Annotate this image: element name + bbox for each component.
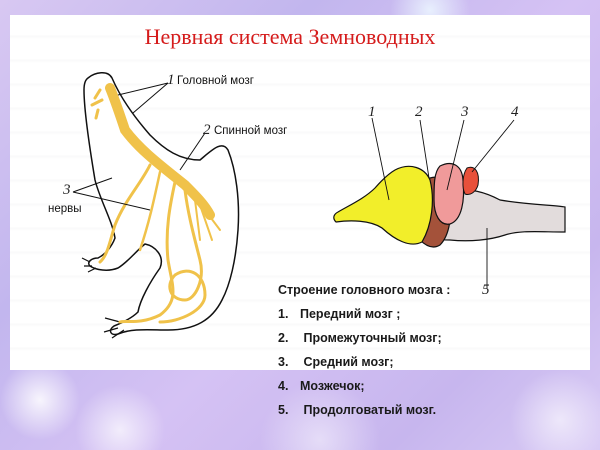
legend-item-number: 2. [278,331,289,345]
legend-item-number: 3. [278,355,289,369]
frog-label-number-2: 2 [203,122,211,138]
brain-label-4: 4 [511,104,519,120]
frog-label-number-1: 1 [167,72,175,88]
legend-item-text: Передний мозг ; [300,307,401,321]
brain-label-1: 1 [368,104,376,120]
frog-label-number-3: 3 [63,182,71,198]
frog-pointer-lines [72,82,206,211]
title-text: Нервная система Земноводных [144,24,436,49]
legend-item-number: 1. [278,307,289,321]
legend-heading: Строение головного мозга : [278,283,451,297]
frog-label-brain: Головной мозг [177,75,254,87]
legend-item: 1. Передний мозг ; [278,307,450,331]
brain-pointer-lines [371,117,515,288]
legend-item-text: Продолговатый мозг. [300,403,437,417]
midbrain [433,162,465,225]
nerves-yellow [90,83,221,324]
page-title: Нервная система Земноводных [0,24,600,50]
cerebellum [462,166,479,195]
brain-label-3: 3 [461,104,469,120]
legend-item: 4. Мозжечок; [278,379,450,403]
brain-label-5: 5 [482,282,490,298]
legend-item-text: Мозжечок; [300,379,365,393]
legend-item: 3. Средний мозг; [278,355,450,379]
legend-item-number: 5. [278,403,289,417]
legend-item: 5. Продолговатый мозг. [278,403,450,427]
brain-structure-legend: Строение головного мозга : 1. Передний мо… [278,283,450,427]
legend-item-text: Средний мозг; [300,355,394,369]
legend-item: 2. Промежуточный мозг; [278,331,450,355]
frog-label-nerves: нервы [48,203,82,215]
frog-label-spinal-cord: Спинной мозг [214,125,288,137]
legend-item-number: 4. [278,379,289,393]
legend-item-text: Промежуточный мозг; [300,331,442,345]
brain-label-2: 2 [415,104,423,120]
forebrain [333,165,433,245]
